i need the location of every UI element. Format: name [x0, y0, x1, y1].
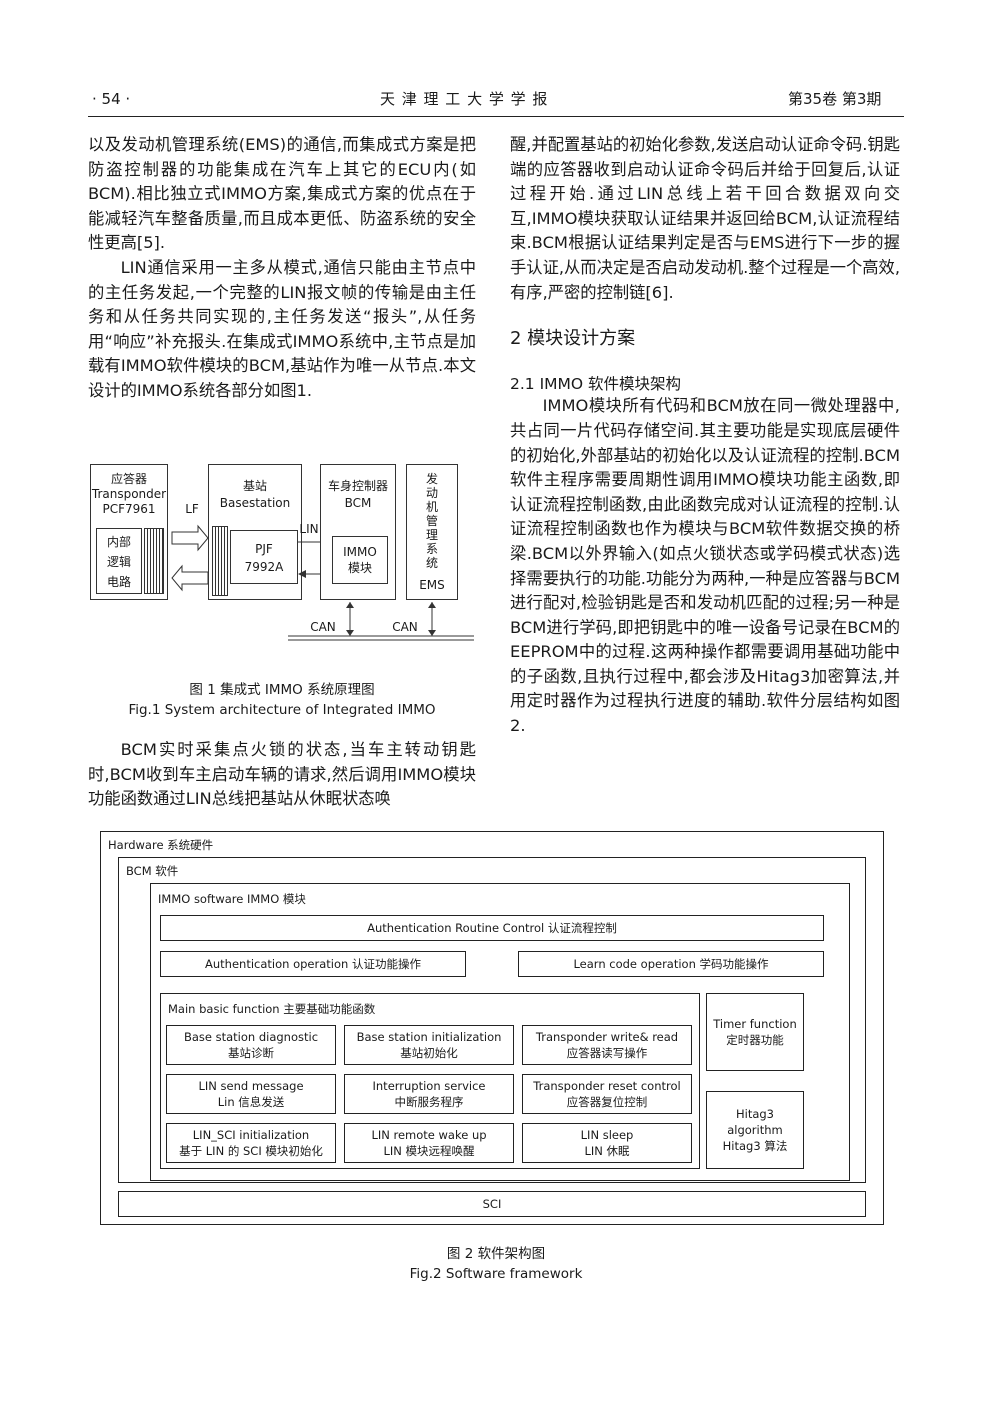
figure-2: Hardware 系统硬件 BCM 软件 IMMO software IMMO … [100, 831, 884, 1225]
section-heading: 2 模块设计方案 [510, 328, 636, 350]
logic-box [96, 528, 142, 594]
figure-2-caption-en: Fig.2 Software framework [409, 1266, 583, 1282]
right-column: 醒,并配置基站的初始化参数,发送启动认证命令码.钥匙端的应答器收到启动认证命令码… [510, 133, 900, 739]
auth-routine-box: Authentication Routine Control 认证流程控制 [160, 915, 824, 941]
ems-cn-label: 发动机管理系统 [425, 472, 438, 570]
logic-label: 内部逻辑电路 [106, 535, 131, 589]
coil-icon [144, 528, 164, 594]
paragraph: 醒,并配置基站的初始化参数,发送启动认证命令码.钥匙端的应答器收到启动认证命令码… [510, 135, 900, 302]
paragraph: IMMO模块所有代码和BCM放在同一微处理器中,共占同一片代码存储空间.其主要功… [510, 396, 900, 736]
ems-box [406, 464, 458, 600]
journal-title: 天 津 理 工 大 学 学 报 [380, 90, 549, 108]
bcm-software-label: BCM 软件 [126, 864, 179, 878]
can-bus [288, 602, 474, 641]
can-label-2: CAN [392, 620, 418, 634]
pjf-box [230, 530, 298, 584]
lin-label: LIN [299, 522, 319, 536]
lf-arrows [171, 524, 209, 592]
auth-operation-box: Authentication operation 认证功能操作 [160, 951, 466, 977]
antenna-icon [212, 526, 228, 596]
immo-software-label: IMMO software IMMO 模块 [158, 892, 306, 906]
main-basic-label: Main basic function 主要基础功能函数 [168, 1002, 376, 1016]
lf-label: LF [185, 502, 199, 516]
immo-box [332, 536, 388, 584]
subsection-heading: 2.1 IMMO 软件模块架构 [510, 374, 682, 393]
hardware-label: Hardware 系统硬件 [108, 838, 214, 852]
learn-operation-box: Learn code operation 学码功能操作 [518, 951, 824, 977]
can-label-1: CAN [310, 620, 336, 634]
paragraph: LIN通信采用一主多从模式,通信只能由主节点中的主任务发起,一个完整的LIN报文… [88, 257, 476, 400]
main-basic-box [160, 993, 700, 1169]
left-column-top: 以及发动机管理系统(EMS)的通信,而集成式方案是把防盗控制器的功能集成在汽车上… [88, 133, 476, 404]
volume-issue: 第35卷 第3期 [788, 90, 882, 108]
figure-1-caption-cn: 图 1 集成式 IMMO 系统原理图 [189, 682, 375, 698]
ems-label: EMS [419, 578, 445, 592]
page-number: · 54 · [92, 90, 131, 108]
paragraph: 以及发动机管理系统(EMS)的通信,而集成式方案是把防盗控制器的功能集成在汽车上… [88, 135, 476, 253]
header-rule [88, 116, 904, 117]
figure-2-caption-cn: 图 2 软件架构图 [446, 1246, 546, 1262]
sci-box: SCI [118, 1191, 866, 1217]
figure-1-caption-en: Fig.1 System architecture of Integrated … [128, 702, 436, 718]
paragraph: BCM实时采集点火锁的状态,当车主转动钥匙时,BCM收到车主启动车辆的请求,然后… [88, 740, 476, 809]
